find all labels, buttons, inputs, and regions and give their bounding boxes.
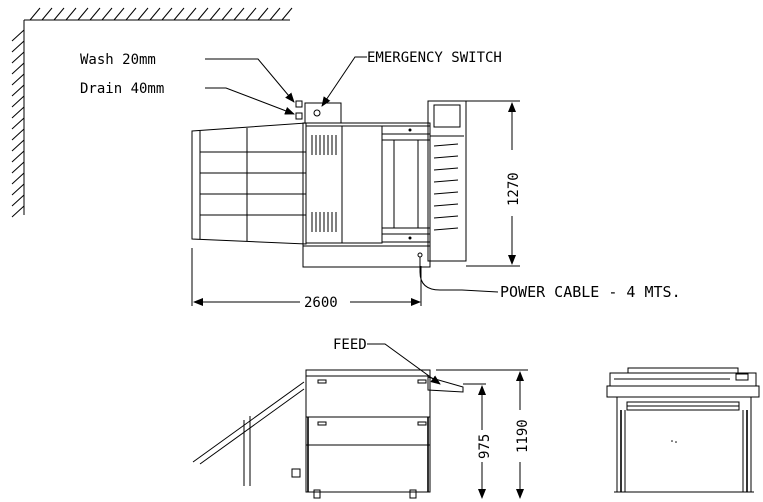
wash-label: Wash 20mm (80, 52, 156, 68)
wall-hatch (11, 7, 293, 218)
emergency-switch-label: EMERGENCY SWITCH (367, 50, 502, 66)
emergency-switch-leader (321, 56, 367, 107)
feed-label: FEED (333, 337, 367, 353)
wash-leader (205, 58, 295, 103)
drain-leader (205, 87, 295, 115)
total-height-label: 1190 (515, 419, 531, 453)
height-dimensions (436, 369, 528, 499)
depth-dimension (466, 100, 520, 267)
control-panel-lines (433, 143, 459, 231)
side-view-machine (606, 367, 760, 493)
vent-grille-lower (311, 212, 337, 232)
feed-leader (367, 343, 441, 385)
width-dimension-label: 2600 (304, 295, 338, 311)
depth-dimension-label: 1270 (506, 172, 522, 206)
front-view-machine (192, 369, 464, 499)
top-view-machine (191, 100, 467, 268)
width-dimension (191, 248, 422, 306)
power-cable-label: POWER CABLE - 4 MTS. (500, 283, 681, 301)
feed-height-label: 975 (477, 434, 493, 459)
feed-tray-top (191, 122, 307, 245)
drain-label: Drain 40mm (80, 81, 164, 97)
power-cable (419, 257, 499, 293)
vent-grille (311, 135, 337, 155)
